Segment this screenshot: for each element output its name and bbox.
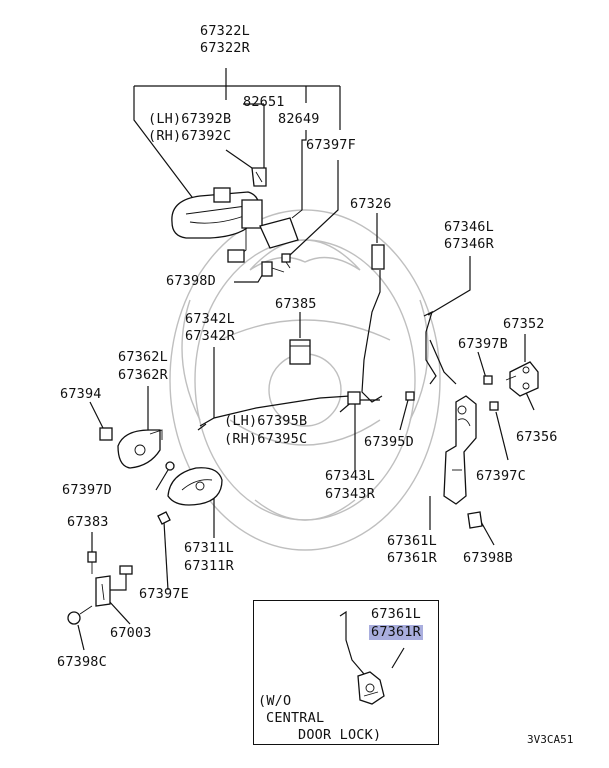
label-67003: 67003 <box>110 625 152 641</box>
label-67395-rh: (RH)67395C <box>224 431 308 447</box>
label-67397c: 67397C <box>476 468 526 484</box>
rod-67342 <box>197 395 351 431</box>
label-67342-l: 67342L <box>185 311 235 327</box>
label-67352: 67352 <box>503 316 545 332</box>
inset-panel <box>253 600 439 745</box>
label-67356: 67356 <box>516 429 558 445</box>
inside-handle-bracket <box>117 429 163 469</box>
label-67362-l: 67362L <box>118 349 168 365</box>
clip-67394 <box>99 427 113 441</box>
inset-label-67361-r-highlighted[interactable]: 67361R <box>369 624 423 640</box>
bolt-67395d <box>405 391 415 401</box>
screw-67397e <box>157 511 171 525</box>
inset-label-67361-l: 67361L <box>371 606 421 622</box>
rod-67326 <box>361 244 385 403</box>
key-switch <box>227 199 303 263</box>
bolt-67398c <box>67 605 93 625</box>
label-67311-l: 67311L <box>184 540 234 556</box>
label-67322-r: 67322R <box>200 40 250 56</box>
label-67397d: 67397D <box>62 482 112 498</box>
label-67346-r: 67346R <box>444 236 494 252</box>
watermark-emblem <box>169 209 441 551</box>
label-67398d: 67398D <box>166 273 216 289</box>
label-67343-r: 67343R <box>325 486 375 502</box>
label-67361-r: 67361R <box>387 550 437 566</box>
label-67322-l: 67322L <box>200 23 250 39</box>
label-67395d: 67395D <box>364 434 414 450</box>
label-82651: 82651 <box>243 94 285 110</box>
label-67397b: 67397B <box>458 336 508 352</box>
inset-note-line2: CENTRAL <box>266 710 325 726</box>
screw-67397d <box>165 461 175 471</box>
bolt-67397c <box>489 401 499 411</box>
label-67326: 67326 <box>350 196 392 212</box>
bolt-67397b <box>483 375 493 385</box>
label-67362-r: 67362R <box>118 367 168 383</box>
label-67398b: 67398B <box>463 550 513 566</box>
label-67383: 67383 <box>67 514 109 530</box>
label-67394: 67394 <box>60 386 102 402</box>
inset-latch <box>339 610 405 705</box>
door-check <box>87 551 133 607</box>
label-67395-lh: (LH)67395B <box>224 413 308 429</box>
bolt-67398b <box>467 511 483 529</box>
inside-handle <box>167 467 223 506</box>
bumper-67385 <box>289 339 311 365</box>
door-latch <box>443 395 477 505</box>
bolt-67398d <box>261 261 285 277</box>
label-67398c: 67398C <box>57 654 107 670</box>
label-67397f: 67397F <box>306 137 356 153</box>
rod-67346 <box>423 310 457 385</box>
bolt-67397f <box>281 253 291 269</box>
handle-clip <box>251 167 267 187</box>
clip-67395 <box>347 391 361 405</box>
label-82649: 82649 <box>278 111 320 127</box>
inset-note-line1: (W/O <box>258 693 292 709</box>
leader-lines <box>77 68 535 651</box>
label-67342-r: 67342R <box>185 328 235 344</box>
striker <box>505 361 539 397</box>
diagram-code: 3V3CA51 <box>527 733 574 746</box>
label-67397e: 67397E <box>139 586 189 602</box>
label-67346-l: 67346L <box>444 219 494 235</box>
label-67343-l: 67343L <box>325 468 375 484</box>
label-67361-l: 67361L <box>387 533 437 549</box>
label-67385: 67385 <box>275 296 317 312</box>
label-67392-lh: (LH)67392B <box>148 111 232 127</box>
inset-note-line3: DOOR LOCK) <box>298 727 382 743</box>
label-67311-r: 67311R <box>184 558 234 574</box>
label-67392-rh: (RH)67392C <box>148 128 232 144</box>
